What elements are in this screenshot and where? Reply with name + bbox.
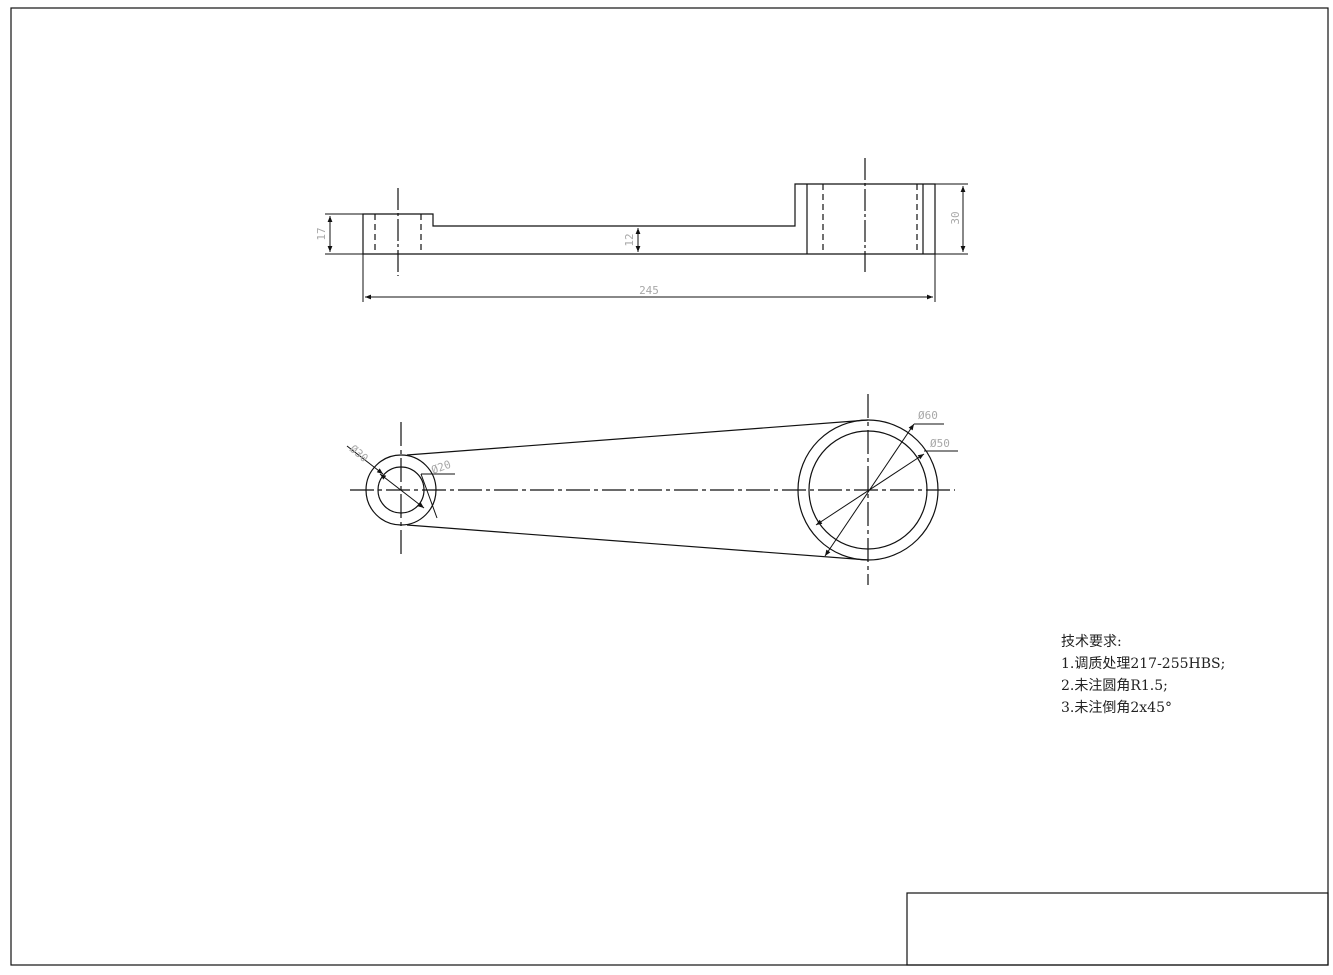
title-block	[906, 892, 1329, 966]
dim-length: 245	[639, 284, 659, 297]
technical-requirements-heading: 技术要求:	[1061, 634, 1122, 650]
top-view-dimensions	[346, 423, 958, 557]
technical-requirement-item: 3.未注倒角2x45°	[1061, 700, 1172, 716]
technical-requirement-item: 2.未注圆角R1.5;	[1061, 678, 1168, 694]
arm-upper-edge	[406, 419, 869, 456]
hidden-lines-large-hub	[822, 184, 918, 254]
top-view	[350, 394, 955, 585]
technical-requirements: 技术要求: 1.调质处理217-255HBS; 2.未注圆角R1.5; 3.未注…	[1061, 631, 1225, 719]
dim-height-right: 30	[949, 211, 962, 224]
dim-large-outer: Ø60	[918, 409, 938, 422]
front-view-outline	[362, 183, 936, 255]
arm-lower-edge	[406, 524, 869, 561]
hidden-lines-small-hub	[374, 214, 422, 254]
front-view-dimensions	[325, 183, 968, 302]
small-hub-outer-circle	[365, 454, 437, 526]
outer-frame	[10, 7, 1329, 966]
dim-large-inner: Ø50	[930, 437, 950, 450]
dim-height-left: 17	[315, 227, 328, 240]
technical-requirement-item: 1.调质处理217-255HBS;	[1061, 656, 1226, 672]
dim-small-inner: Ø20	[430, 458, 453, 477]
dim-web: 12	[623, 233, 636, 246]
front-view	[362, 158, 936, 276]
